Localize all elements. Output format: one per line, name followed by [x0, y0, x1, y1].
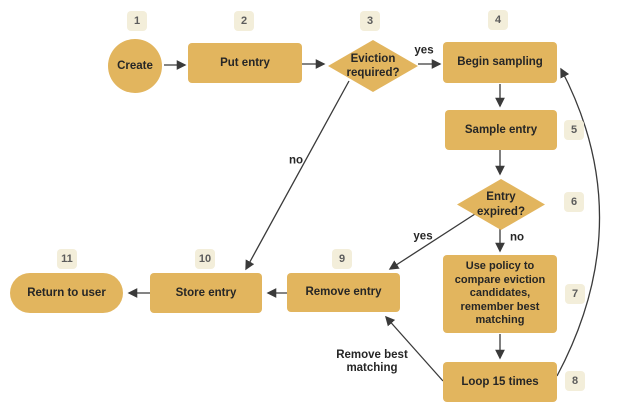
diamond-shape: [328, 40, 418, 92]
node-eviction-required[interactable]: Eviction required?: [328, 40, 418, 92]
node-sample-entry-label: Sample entry: [464, 123, 538, 136]
node-begin-sampling[interactable]: Begin sampling: [443, 42, 557, 83]
edge-label-remove-best-matching: Remove best matching: [336, 348, 408, 374]
node-loop-15-times[interactable]: Loop 15 times: [443, 362, 557, 402]
step-badge-8: 8: [565, 371, 585, 391]
node-remove-entry[interactable]: Remove entry: [287, 273, 400, 312]
node-begin-sampling-label: Begin sampling: [457, 56, 543, 69]
step-badge-1: 1: [127, 11, 147, 31]
node-remove-entry-label: Remove entry: [305, 286, 382, 299]
node-put-entry-label: Put entry: [220, 56, 270, 69]
edge-eviction-no-to-store-entry: [245, 80, 350, 271]
step-badge-10: 10: [195, 249, 215, 269]
diamond-shape: [457, 179, 545, 230]
edge-label-eviction-yes: yes: [414, 44, 434, 57]
node-store-entry-label: Store entry: [175, 286, 237, 299]
node-store-entry[interactable]: Store entry: [150, 273, 262, 313]
edge-label-expired-no: no: [509, 231, 525, 244]
edge-label-expired-yes: yes: [413, 230, 433, 243]
step-badge-4: 4: [488, 10, 508, 30]
step-badge-3: 3: [360, 11, 380, 31]
node-create[interactable]: Create: [108, 39, 162, 93]
node-entry-expired-label: Entry expired?: [477, 191, 525, 218]
edge-loop-to-remove-entry: [385, 315, 444, 382]
node-return-to-user[interactable]: Return to user: [10, 273, 123, 313]
node-use-policy[interactable]: Use policy to compare eviction candidate…: [443, 255, 557, 333]
step-badge-9: 9: [332, 249, 352, 269]
node-create-label: Create: [117, 59, 153, 72]
step-badge-6: 6: [564, 192, 584, 212]
node-use-policy-label: Use policy to compare eviction candidate…: [454, 260, 546, 327]
node-loop-15-times-label: Loop 15 times: [461, 375, 539, 388]
node-put-entry[interactable]: Put entry: [188, 43, 302, 83]
node-sample-entry[interactable]: Sample entry: [445, 110, 557, 150]
node-return-to-user-label: Return to user: [27, 286, 106, 299]
step-badge-5: 5: [564, 120, 584, 140]
edge-label-eviction-no: no: [288, 154, 304, 167]
edge-expired-yes-to-remove-entry: [388, 213, 476, 270]
node-entry-expired[interactable]: Entry expired?: [457, 179, 545, 230]
node-eviction-required-label: Eviction required?: [346, 52, 400, 79]
step-badge-11: 11: [57, 249, 77, 269]
step-badge-2: 2: [234, 11, 254, 31]
edge-loop-back-to-begin-sampling: [556, 67, 601, 377]
step-badge-7: 7: [565, 284, 585, 304]
